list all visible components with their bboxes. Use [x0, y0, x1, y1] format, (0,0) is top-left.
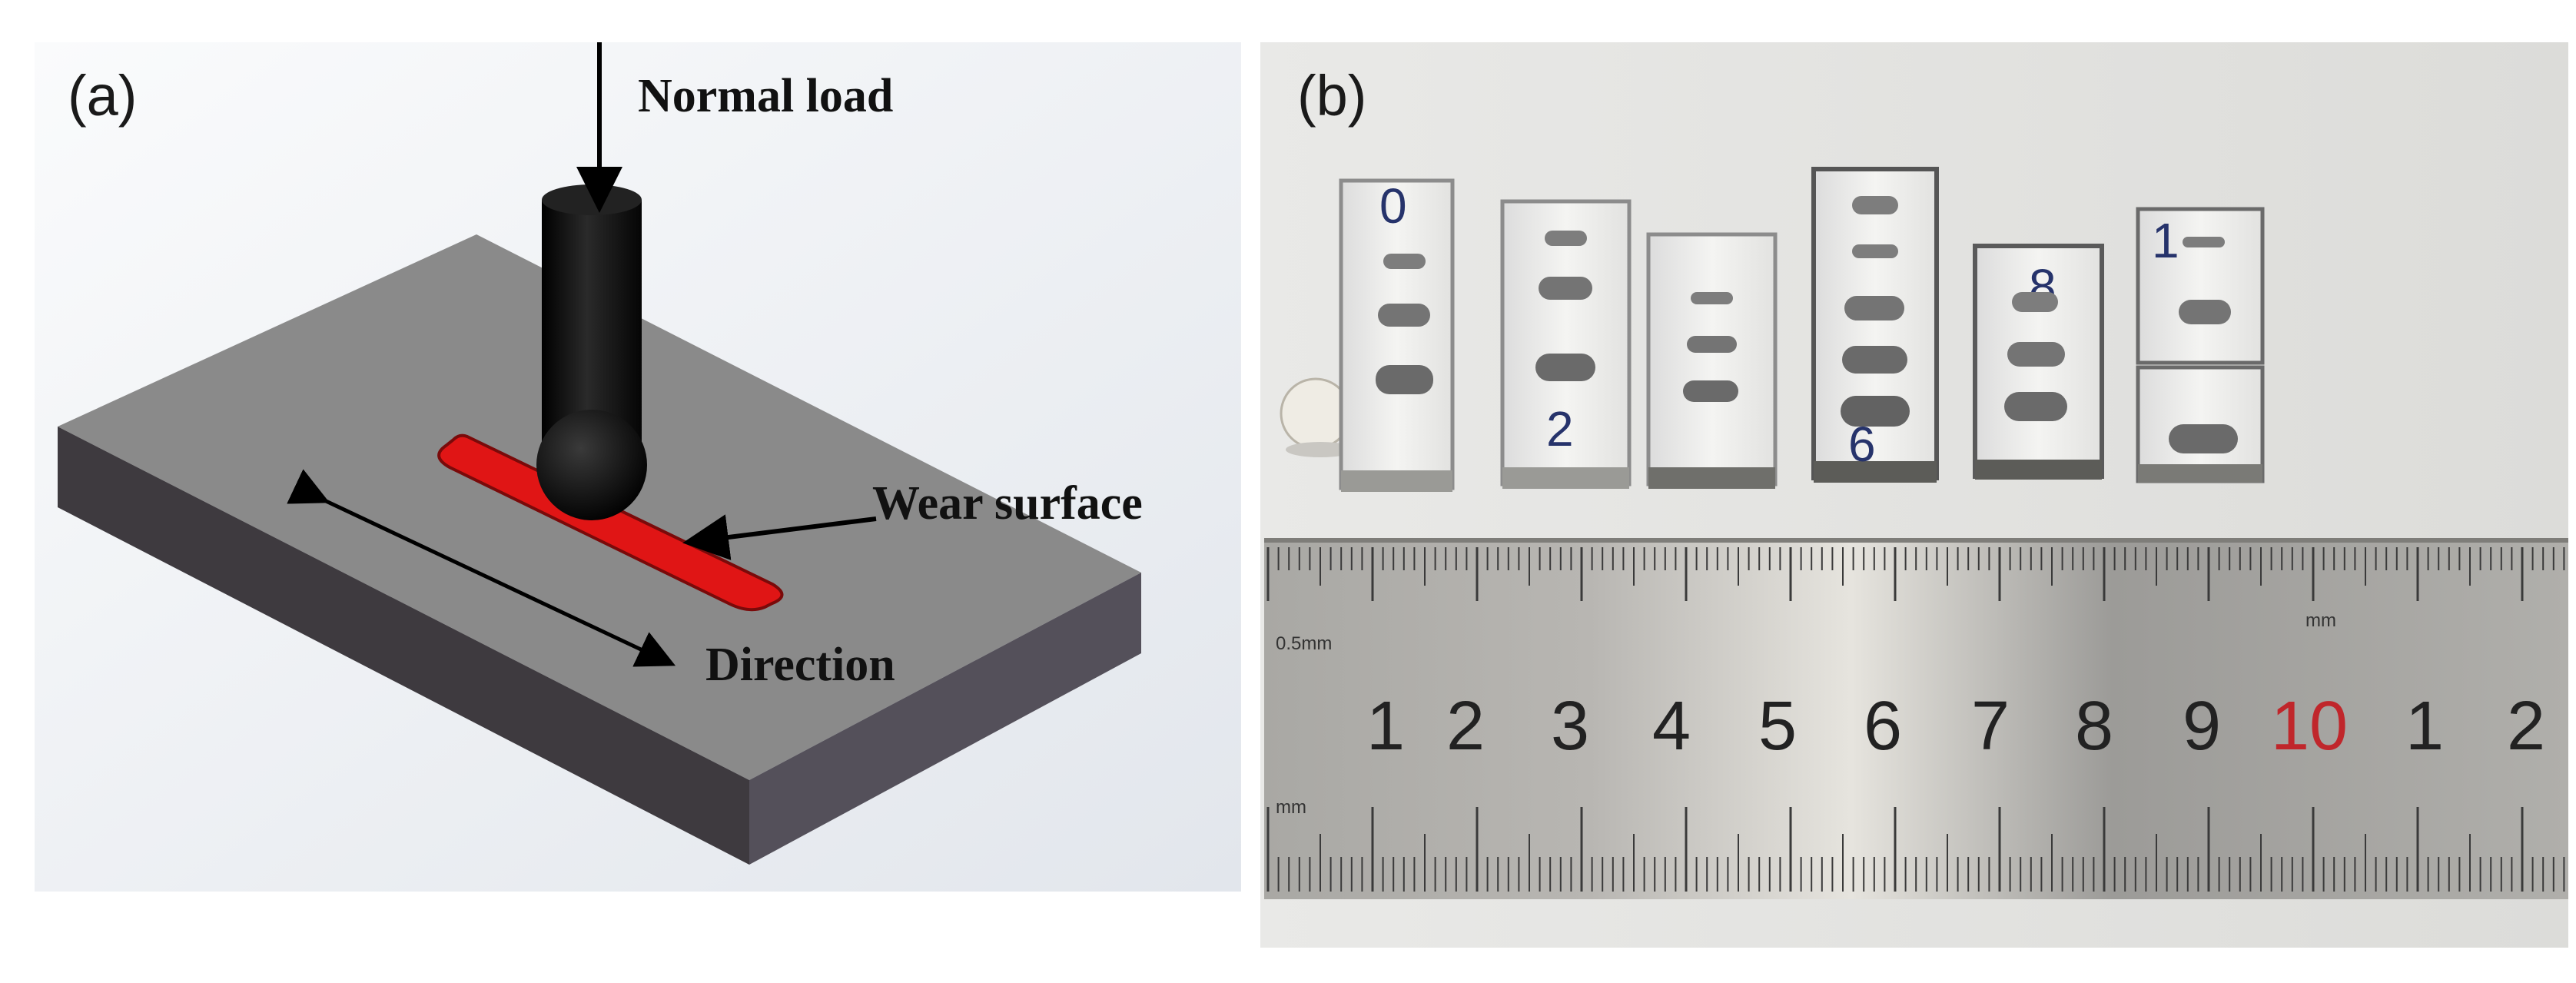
sample-base — [1341, 470, 1452, 492]
sample: 1 — [2136, 207, 2265, 483]
wear-scar — [1545, 231, 1587, 246]
normal-load-label: Normal load — [638, 70, 893, 122]
wear-scar — [2183, 237, 2225, 247]
sample-mark: 0 — [1379, 178, 1407, 234]
ruler-body — [1264, 538, 2568, 899]
wear-scar — [1378, 304, 1430, 327]
ruler-number: 7 — [1971, 688, 2010, 765]
sample: 2 — [1500, 199, 1632, 489]
ruler-number: 1 — [2405, 688, 2444, 765]
ruler-number: 2 — [1446, 688, 1485, 765]
wear-scar — [2179, 300, 2231, 324]
sample: 8 — [1973, 244, 2104, 480]
sample-mark: 2 — [1546, 401, 1574, 457]
sample-base — [2138, 464, 2262, 483]
sample: 6 — [1811, 167, 1939, 483]
ruler-number: 1 — [1366, 688, 1405, 765]
sample-base — [1814, 461, 1937, 483]
sample-plate — [1646, 232, 1778, 487]
wear-surface-arrow — [682, 514, 877, 560]
sample — [1646, 232, 1778, 489]
indenter — [536, 184, 647, 520]
wear-scar — [1376, 365, 1433, 394]
wear-scar — [1683, 380, 1738, 402]
wear-scar — [1844, 296, 1904, 320]
ruler-number: 8 — [2075, 688, 2113, 765]
wear-scar — [1852, 196, 1898, 214]
wear-scar — [2007, 342, 2065, 367]
panel-b: (b) 0 2 — [1260, 42, 2568, 948]
ruler-lower-unit: mm — [1276, 797, 1306, 818]
direction-label: Direction — [705, 639, 895, 691]
ruler-number: 6 — [1864, 688, 1902, 765]
ruler-number: 3 — [1551, 688, 1589, 765]
ruler-number: 4 — [1652, 688, 1691, 765]
indenter-rod-top — [542, 184, 642, 215]
sample-plate — [2136, 207, 2265, 365]
block-side-face — [749, 573, 1141, 865]
wear-scar — [1691, 292, 1733, 304]
ruler-ticks-lower — [1266, 807, 2565, 892]
sample: 0 — [1339, 178, 1455, 492]
wear-scar — [1539, 277, 1592, 300]
ruler-top-edge — [1264, 538, 2568, 543]
ruler-ticks-upper — [1266, 547, 2565, 601]
sample-mark: 1 — [2152, 213, 2179, 268]
wear-scar — [1383, 254, 1426, 269]
sample-base — [1975, 460, 2102, 480]
wear-surface-label: Wear surface — [872, 477, 1143, 530]
panel-a: (a) Normal load Wear surface Direction — [35, 42, 1241, 892]
steel-ruler: 0.5mm mm mm 1 2 3 4 5 6 7 8 9 10 1 2 — [1264, 538, 2568, 899]
sample-mark: 6 — [1848, 417, 1876, 472]
panel-a-label: (a) — [68, 64, 137, 128]
wear-scar — [2169, 424, 2238, 453]
ceramic-ball-shadow — [1286, 442, 1355, 457]
ruler-upper-mm: mm — [2305, 610, 2336, 631]
wear-scar — [1841, 396, 1910, 427]
wear-scar — [1852, 244, 1898, 258]
wear-scar — [2012, 292, 2058, 312]
wear-scar — [2004, 392, 2067, 421]
ruler-upper-unit: 0.5mm — [1276, 633, 1332, 654]
ruler-number: 9 — [2183, 688, 2221, 765]
sample-plate — [1339, 178, 1455, 490]
sample-base — [1502, 467, 1629, 489]
sample-base — [1648, 467, 1775, 489]
ruler-number-highlight: 10 — [2271, 688, 2348, 765]
wear-scar — [1687, 336, 1737, 353]
direction-arrow — [287, 469, 676, 667]
panel-b-label: (b) — [1297, 64, 1366, 128]
ruler-number: 5 — [1758, 688, 1797, 765]
wear-scar — [1842, 346, 1907, 374]
ruler-number: 2 — [2507, 688, 2545, 765]
wear-scar — [1535, 354, 1595, 381]
indenter-ball — [536, 410, 647, 520]
